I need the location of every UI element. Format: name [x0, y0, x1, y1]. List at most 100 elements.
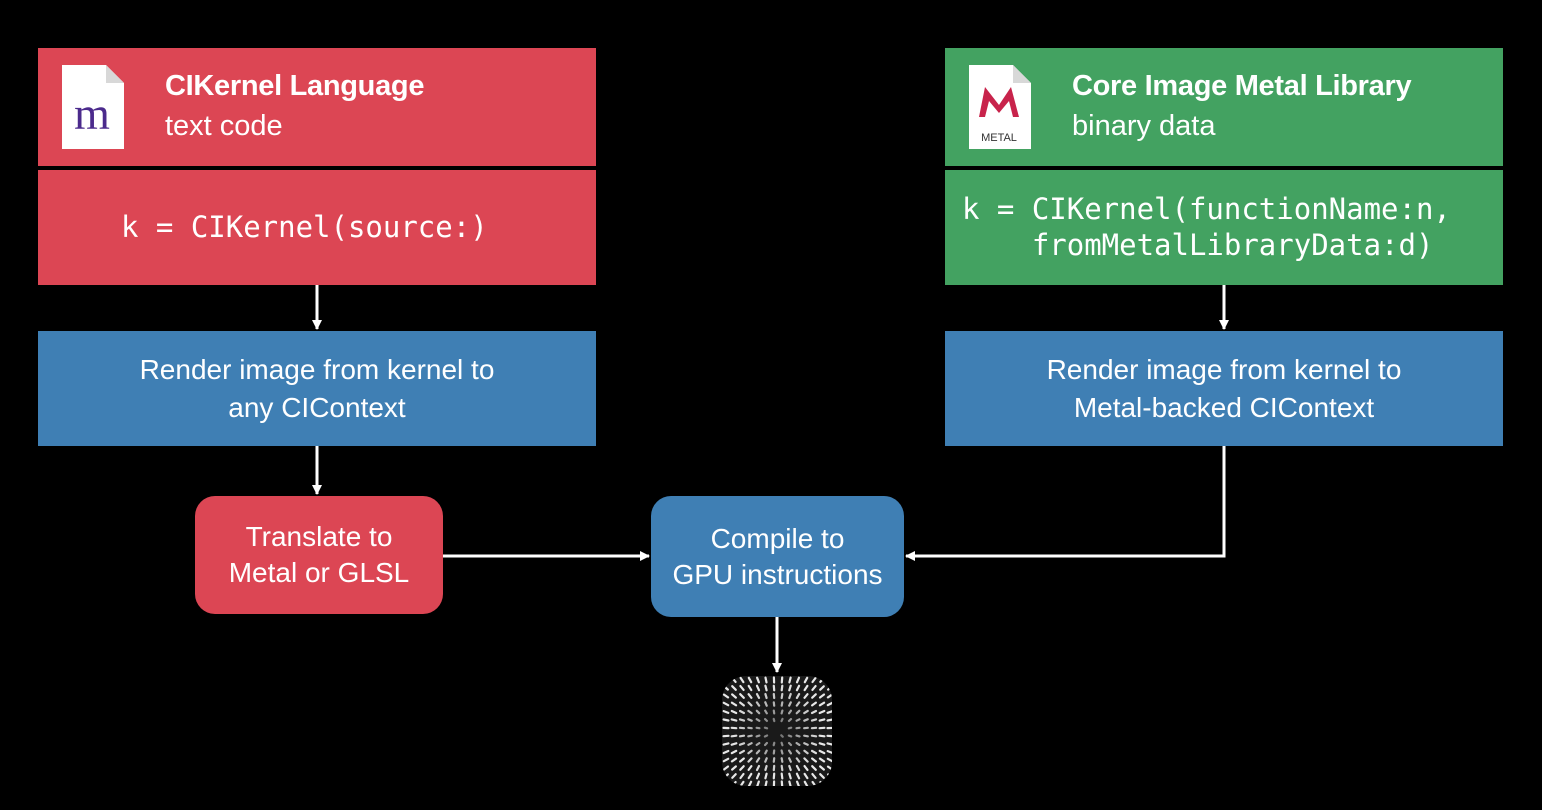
gpu-pattern-dash	[764, 749, 768, 755]
render-metal-cicontext-box: Render image from kernel to Metal-backed…	[945, 331, 1503, 446]
gpu-pattern-dash	[803, 718, 809, 722]
gpu-pattern-dash	[731, 693, 737, 699]
gpu-pattern-dash	[818, 718, 826, 722]
gpu-pattern-dash	[738, 734, 746, 738]
metal-library-header: METAL Core Image Metal Library binary da…	[945, 48, 1503, 166]
gpu-pattern-dash	[780, 741, 784, 747]
gpu-pattern-dash	[819, 685, 825, 691]
gpu-pattern-dash	[811, 685, 817, 691]
render-line-2: Metal-backed CIContext	[1073, 391, 1375, 423]
gpu-pattern-dash	[722, 718, 730, 722]
gpu-pattern-dash	[730, 757, 738, 763]
gpu-pattern-dash	[763, 734, 769, 738]
gpu-pattern-dash	[730, 709, 738, 715]
gpu-pattern-dash	[810, 757, 818, 763]
gpu-pattern-dash	[755, 709, 761, 715]
gpu-pattern-dash	[787, 749, 793, 755]
gpu-pattern-dash	[795, 764, 801, 772]
gpu-pattern-dash	[739, 676, 745, 684]
compile-step-box: Compile to GPU instructions	[651, 496, 904, 617]
gpu-pattern-dash	[788, 692, 792, 700]
translate-step-box: Translate to Metal or GLSL	[195, 496, 443, 614]
gpu-pattern-dash	[755, 749, 761, 755]
gpu-pattern-dash	[764, 676, 768, 684]
gpu-pattern-dash	[826, 757, 832, 763]
gpu-pattern-dash	[818, 709, 826, 715]
gpu-pattern-dash	[747, 780, 753, 786]
gpu-pattern-dash	[747, 772, 753, 780]
gpu-pattern-dash	[803, 693, 809, 699]
gpu-pattern-dash	[722, 773, 730, 779]
gpu-pattern-dash	[730, 749, 738, 755]
gpu-pattern-dash	[739, 772, 745, 780]
metal-file-icon: METAL	[969, 65, 1031, 149]
gpu-pattern-dash	[795, 676, 801, 684]
gpu-pattern-dash	[795, 701, 801, 707]
header-title: CIKernel Language	[165, 70, 425, 102]
gpu-pattern-dash	[818, 734, 826, 738]
gpu-pattern-dash	[772, 741, 776, 747]
gpu-pattern-dash	[780, 684, 784, 692]
gpu-pattern-dash	[810, 701, 818, 707]
gpu-pattern-dash	[803, 742, 809, 746]
gpu-pattern-dash	[788, 701, 792, 707]
gpu-pattern-dash	[747, 693, 753, 699]
gpu-pattern-dash	[780, 749, 784, 755]
compile-line-2: GPU instructions	[672, 558, 883, 590]
gpu-pattern-dash	[787, 709, 793, 715]
translate-line-2: Metal or GLSL	[228, 557, 410, 588]
header-subtitle: text code	[165, 110, 283, 142]
gpu-pattern-dash	[739, 709, 745, 715]
gpu-pattern-dash	[826, 718, 832, 722]
gpu-pattern-dash	[722, 701, 730, 707]
gpu-pattern-dash	[795, 757, 801, 763]
gpu-pattern-dash	[788, 684, 792, 692]
gpu-pattern-dash	[747, 718, 753, 722]
gpu-pattern-dash	[788, 772, 792, 780]
gpu-pattern-dash	[826, 742, 832, 746]
gpu-pattern-dash	[826, 749, 832, 755]
render-any-cicontext-box: Render image from kernel to any CIContex…	[38, 331, 596, 446]
gpu-pattern-dash	[826, 693, 832, 699]
gpu-pattern-dash	[755, 757, 761, 763]
document-m-icon: m	[62, 65, 124, 149]
gpu-pattern-dash	[722, 757, 730, 763]
gpu-pattern-dash	[780, 717, 784, 723]
gpu-pattern-dash	[819, 676, 825, 684]
gpu-pattern-dash	[722, 749, 730, 755]
gpu-pattern-dash	[723, 677, 729, 683]
gpu-pattern-dash	[795, 693, 801, 699]
gpu-pattern-dash	[731, 685, 737, 691]
gpu-pattern-dash	[780, 701, 784, 707]
header-subtitle: binary data	[1072, 110, 1216, 142]
gpu-pattern-dash	[747, 749, 753, 755]
gpu-pattern-dash	[739, 765, 745, 771]
gpu-output-icon	[722, 676, 832, 786]
gpu-pattern-dash	[723, 781, 729, 786]
gpu-pattern-dash	[780, 757, 784, 763]
gpu-pattern-dash	[747, 709, 753, 715]
compile-line-1: Compile to	[710, 522, 845, 554]
gpu-pattern-dash	[787, 741, 793, 747]
gpu-pattern-dash	[764, 684, 768, 692]
code-line: fromMetalLibraryData:d)	[962, 228, 1434, 262]
gpu-pattern-dash	[722, 693, 730, 699]
gpu-pattern-dash	[747, 684, 753, 692]
gpu-pattern-dash	[755, 693, 761, 699]
gpu-pattern-dash	[764, 772, 768, 780]
gpu-pattern-dash	[827, 781, 832, 786]
gpu-pattern-dash	[826, 701, 832, 707]
gpu-pattern-dash	[803, 676, 809, 684]
gpu-pattern-dash	[730, 734, 738, 738]
code-line: k = CIKernel(source:)	[121, 210, 488, 244]
gpu-pattern-dash	[819, 773, 825, 779]
svg-text:m: m	[74, 88, 110, 139]
gpu-pattern-dash	[803, 772, 809, 780]
gpu-pattern-dash	[788, 764, 792, 772]
gpu-pattern-dash	[803, 709, 809, 715]
gpu-pattern-dash	[795, 718, 801, 722]
gpu-pattern-dash	[803, 684, 809, 692]
gpu-pattern-dash	[756, 780, 760, 786]
cikernel-source-code-box: k = CIKernel(source:)	[38, 170, 596, 285]
